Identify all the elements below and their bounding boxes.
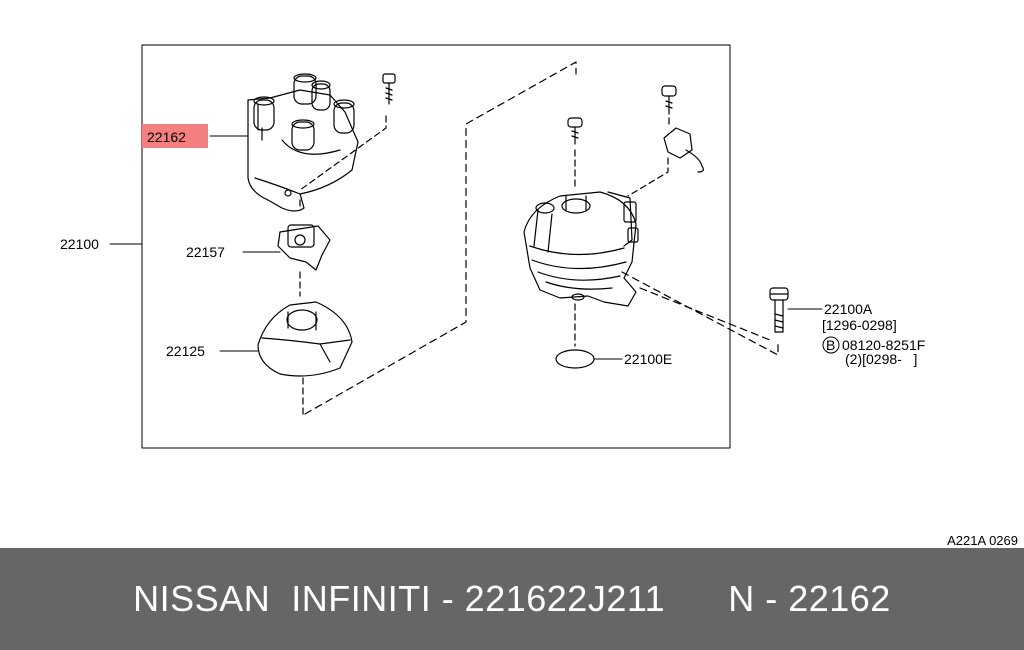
seal-drawing: [257, 301, 353, 377]
sensor-clip-drawing: [661, 85, 704, 173]
label-bolt: 22100A: [824, 301, 873, 317]
parts-diagram: 22162 22100 22157 22125 22100A [1296-029…: [60, 44, 925, 449]
label-shaft-seal: 22125: [166, 343, 205, 359]
distributor-cap-drawing: [247, 73, 359, 212]
label-o-ring: 22100E: [624, 351, 672, 367]
label-rotor-head: 22157: [186, 244, 225, 260]
label-distributor-assy: 22100: [60, 236, 99, 252]
drawing-code: A221A 0269: [947, 533, 1018, 548]
footer-banner: NISSAN INFINITI - 221622J211 N - 22162: [0, 548, 1024, 650]
bolt-drawing: [769, 287, 789, 333]
o-ring-drawing: [555, 349, 595, 369]
label-bolt-b-symbol: B: [826, 337, 835, 353]
label-distributor-cap: 22162: [147, 129, 186, 145]
footer-title: NISSAN INFINITI - 221622J211 N - 22162: [133, 578, 891, 619]
highlight-box: [142, 124, 208, 148]
label-bolt-date: [1296-0298]: [822, 317, 897, 333]
body-screw-drawing: [567, 117, 583, 145]
label-bolt-b-part: 08120-8251F: [842, 337, 925, 353]
diagram-frame: [141, 44, 731, 449]
distributor-body-drawing: [523, 191, 639, 307]
rotor-drawing: [277, 224, 331, 271]
cap-screw-drawing: [382, 73, 396, 105]
label-bolt-b-qty-date: (2)[0298- ]: [845, 351, 917, 367]
bolt-b-symbol-circle: [822, 336, 840, 354]
